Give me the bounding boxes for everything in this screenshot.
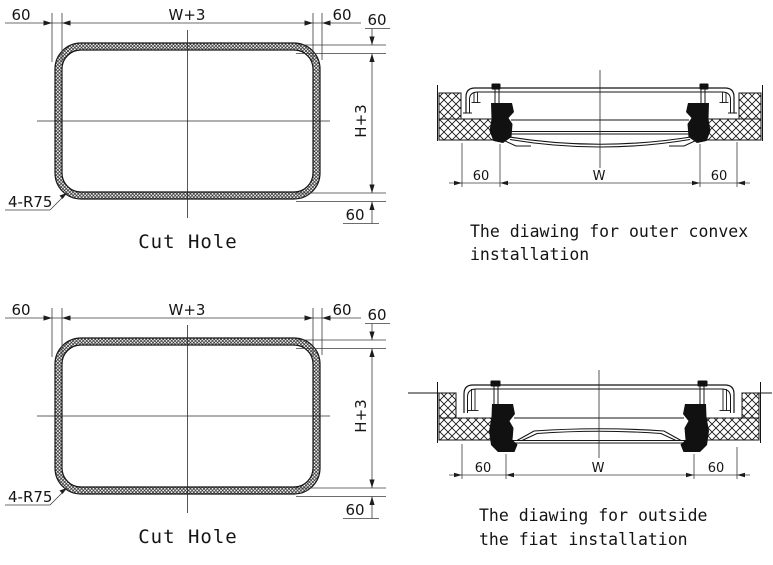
gasket-seal — [680, 404, 709, 452]
dim-label-margin-left: 60 — [11, 6, 30, 24]
fastener-pins — [471, 92, 729, 103]
dim-label-left: 60 — [475, 461, 492, 476]
corner-radius-label: 4-R75 — [8, 193, 52, 211]
dim-label-height: H+3 — [352, 104, 370, 137]
dimension-lines — [5, 13, 390, 224]
retainer-clip — [490, 380, 501, 387]
gasket-seal — [686, 103, 711, 143]
cut-hole-bottom-view — [4, 300, 391, 549]
dim-label-width: W+3 — [169, 6, 206, 24]
outer-convex-section: 60 W 60 The diawing for outer convex ins… — [437, 70, 763, 264]
wall-sections — [437, 85, 763, 141]
dimension-lines — [449, 142, 750, 187]
dim-label-left: 60 — [473, 169, 490, 184]
gasket-seal — [489, 404, 518, 452]
dim-label-width: W — [592, 461, 605, 476]
gasket-seal — [489, 103, 514, 143]
cut-hole-top-view: 60 W+3 60 60 H+3 60 4-R75 Cut Hole — [5, 6, 390, 253]
dim-label-frame-bottom: 60 — [345, 206, 364, 224]
wall-sections — [408, 382, 772, 443]
fastener-pins — [468, 389, 730, 411]
center-lines — [37, 30, 330, 218]
retainer-clip — [699, 83, 709, 90]
dim-label-frame-top: 60 — [367, 11, 386, 29]
dim-label-margin-right: 60 — [332, 6, 351, 24]
section-caption-line2: the fiat installation — [479, 530, 688, 549]
section-caption-line1: The diawing for outside — [479, 506, 707, 525]
retainer-clip — [491, 83, 501, 90]
section-caption-line2: installation — [470, 245, 589, 264]
outside-flat-section: 60 W 60 The diawing for outside the fiat… — [408, 370, 772, 549]
cut-hole-caption: Cut Hole — [138, 231, 238, 253]
dim-label-right: 60 — [711, 169, 728, 184]
dim-label-width: W — [593, 169, 606, 184]
retainer-clip — [697, 380, 708, 387]
dim-label-right: 60 — [708, 461, 725, 476]
dimension-lines — [449, 444, 750, 479]
section-caption-line1: The diawing for outer convex — [470, 222, 748, 241]
